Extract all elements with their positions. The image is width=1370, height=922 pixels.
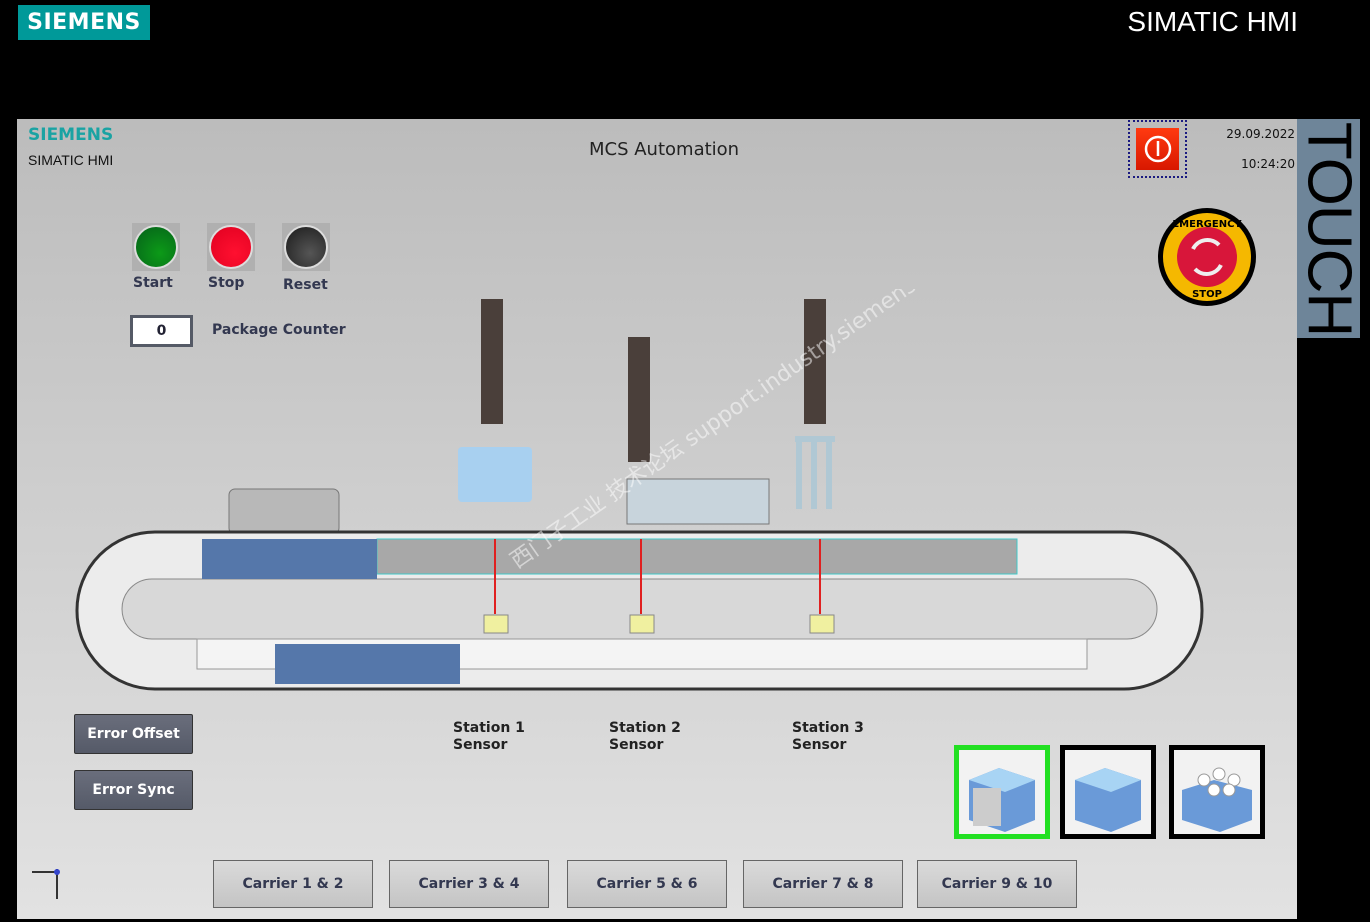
reset-button[interactable] bbox=[282, 223, 330, 271]
touch-text: TOUCH bbox=[1294, 121, 1363, 336]
stop-label: Stop bbox=[208, 275, 245, 291]
stop-text: STOP bbox=[1192, 289, 1222, 300]
axis-icon bbox=[27, 864, 72, 908]
product-closed-box[interactable] bbox=[1060, 745, 1156, 839]
date-display: 29.09.2022 bbox=[1226, 127, 1295, 141]
carrier-7-8-button[interactable]: Carrier 7 & 8 bbox=[743, 860, 903, 908]
start-label: Start bbox=[133, 275, 173, 291]
page-title: MCS Automation bbox=[589, 139, 740, 160]
simatic-hmi-title: SIMATIC HMI bbox=[1127, 6, 1298, 37]
motor bbox=[228, 488, 340, 535]
conveyor-diagram: 西门子工业 技术论坛 support.industry.siemens.com/… bbox=[75, 289, 1204, 691]
siemens-logo: SIEMENS bbox=[18, 5, 150, 40]
upper-belt bbox=[376, 538, 1018, 575]
emergency-text: EMERGENCY bbox=[1172, 219, 1242, 230]
package-counter-field[interactable]: 0 bbox=[130, 315, 193, 347]
carrier-3-4-button[interactable]: Carrier 3 & 4 bbox=[389, 860, 549, 908]
power-icon bbox=[1136, 128, 1179, 170]
carrier-9-10-button[interactable]: Carrier 9 & 10 bbox=[917, 860, 1077, 908]
power-button[interactable] bbox=[1128, 120, 1187, 178]
error-offset-button[interactable]: Error Offset bbox=[74, 714, 193, 754]
station2-actuator bbox=[628, 337, 650, 462]
station2-lid bbox=[626, 478, 770, 525]
package-counter-label: Package Counter bbox=[212, 322, 346, 338]
product-open-box[interactable] bbox=[954, 745, 1050, 839]
station1-gripper bbox=[458, 447, 532, 502]
stop-button[interactable] bbox=[207, 223, 255, 271]
station3-actuator bbox=[804, 299, 826, 424]
carrier-1-2-button[interactable]: Carrier 1 & 2 bbox=[213, 860, 373, 908]
carrier-5-6-button[interactable]: Carrier 5 & 6 bbox=[567, 860, 727, 908]
screen-logo-sub: SIMATIC HMI bbox=[28, 152, 114, 168]
touch-label: TOUCH bbox=[1294, 119, 1363, 338]
emergency-stop-button[interactable]: EMERGENCY STOP bbox=[1157, 207, 1257, 307]
reset-label: Reset bbox=[283, 277, 328, 293]
hmi-screen: SIEMENS SIMATIC HMI MCS Automation 29.09… bbox=[17, 119, 1297, 919]
error-sync-button[interactable]: Error Sync bbox=[74, 770, 193, 810]
screen-logo: SIEMENS bbox=[28, 125, 114, 145]
product-box-with-bottles[interactable] bbox=[1169, 745, 1265, 839]
station1-actuator bbox=[481, 299, 503, 424]
start-button[interactable] bbox=[132, 223, 180, 271]
time-display: 10:24:20 bbox=[1241, 157, 1295, 171]
station3-gripper bbox=[795, 436, 835, 509]
